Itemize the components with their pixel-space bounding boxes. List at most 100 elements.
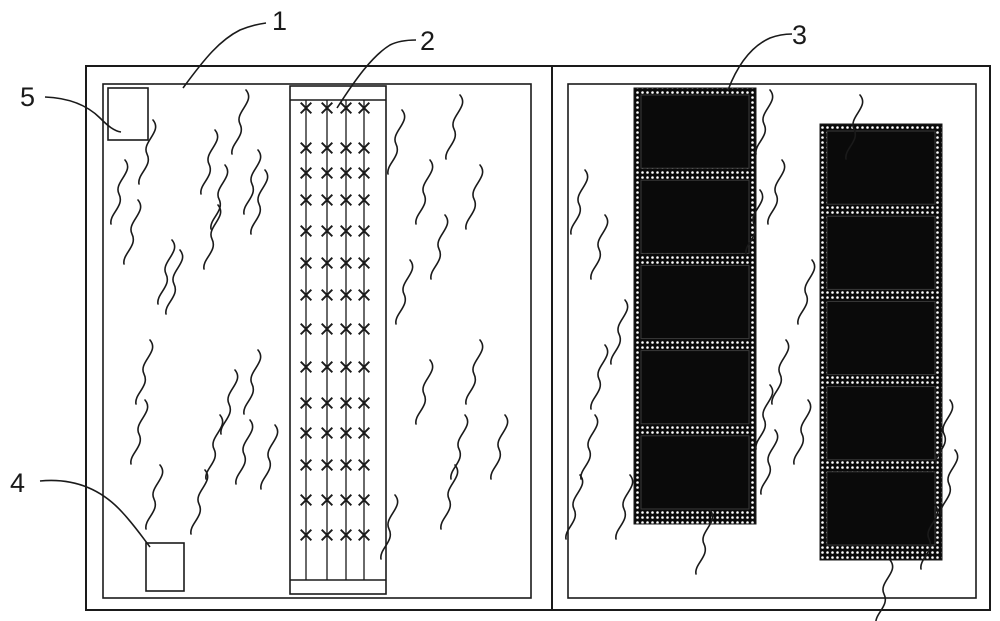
left-tank-inner-wall	[102, 83, 532, 599]
frame-x-mark: ×	[298, 388, 314, 418]
wavy-strand	[490, 414, 509, 480]
right-tank	[551, 65, 991, 611]
frame-x-mark: ×	[319, 485, 335, 515]
wavy-strand	[445, 94, 464, 160]
wavy-strand	[590, 344, 609, 410]
wavy-strand	[250, 169, 269, 235]
module-cell	[826, 215, 936, 290]
frame-x-mark: ×	[356, 520, 372, 550]
right-tank-outer-wall	[551, 65, 991, 611]
wavy-strand	[415, 359, 434, 425]
wavy-strand	[130, 399, 149, 465]
wavy-strand	[610, 299, 629, 365]
frame-x-mark: ×	[319, 158, 335, 188]
frame-x-mark: ×	[338, 388, 354, 418]
frame-x-mark: ×	[356, 133, 372, 163]
wavy-strand	[220, 369, 239, 435]
leader-line-5	[44, 96, 122, 133]
wavy-strand	[145, 464, 164, 530]
frame-x-mark: ×	[356, 418, 372, 448]
frame-x-mark: ×	[356, 314, 372, 344]
wavy-strand	[110, 159, 129, 225]
wavy-strand	[565, 474, 584, 540]
wavy-strand	[570, 169, 589, 235]
wavy-strand	[580, 414, 599, 480]
frame-x-mark: ×	[319, 93, 335, 123]
wavy-strand	[590, 214, 609, 280]
frame-x-mark: ×	[298, 418, 314, 448]
label-3: 3	[792, 20, 807, 50]
frame-x-mark: ×	[338, 450, 354, 480]
frame-x-mark: ×	[319, 216, 335, 246]
wavy-strand	[203, 204, 222, 270]
module-cell	[640, 94, 750, 169]
module-cell	[826, 471, 936, 546]
wavy-strand	[465, 339, 484, 405]
frame-x-mark: ×	[356, 280, 372, 310]
frame-x-mark: ×	[319, 185, 335, 215]
wavy-strand	[415, 159, 434, 225]
frame-x-mark: ×	[338, 520, 354, 550]
wavy-strand	[875, 559, 894, 621]
wavy-strand	[920, 504, 939, 570]
wavy-strand	[745, 189, 764, 255]
leader-line-3	[727, 33, 793, 91]
vertical-wire-frame: ××××××××××××××××××××××××××××××××××××××××…	[289, 85, 387, 595]
frame-x-mark: ×	[319, 520, 335, 550]
frame-x-mark: ×	[319, 133, 335, 163]
wavy-strand	[231, 89, 250, 155]
frame-x-mark: ×	[338, 280, 354, 310]
module-column-right	[819, 123, 943, 561]
frame-x-mark: ×	[298, 248, 314, 278]
wavy-strand	[940, 449, 959, 515]
frame-x-mark: ×	[319, 314, 335, 344]
frame-x-mark: ×	[338, 158, 354, 188]
wavy-strand	[123, 199, 142, 265]
wavy-strand	[615, 474, 634, 540]
frame-x-mark: ×	[298, 216, 314, 246]
wavy-strand	[695, 509, 714, 575]
frame-x-mark: ×	[319, 418, 335, 448]
wavy-strand	[387, 109, 406, 175]
wavy-strand	[200, 129, 219, 195]
wavy-strand	[755, 384, 774, 450]
frame-x-mark: ×	[319, 388, 335, 418]
frame-x-mark: ×	[356, 185, 372, 215]
label-2: 2	[420, 26, 435, 56]
label-4: 4	[10, 468, 25, 498]
wavy-strand	[755, 89, 774, 155]
frame-x-mark: ×	[298, 450, 314, 480]
frame-x-mark: ×	[319, 450, 335, 480]
wavy-strand	[440, 464, 459, 530]
module-column-left	[633, 87, 757, 525]
frame-x-mark: ×	[319, 248, 335, 278]
wavy-strand	[243, 349, 262, 415]
frame-x-mark: ×	[298, 314, 314, 344]
frame-x-mark: ×	[356, 352, 372, 382]
leader-line-2	[336, 39, 417, 109]
component-4-box	[145, 542, 185, 592]
wavy-strand	[380, 494, 399, 560]
wavy-strand	[165, 249, 184, 315]
wavy-strand	[135, 339, 154, 405]
wavy-strand	[138, 119, 157, 185]
label-5: 5	[20, 82, 35, 112]
frame-x-mark: ×	[298, 93, 314, 123]
frame-x-mark: ×	[338, 185, 354, 215]
wavy-strand	[760, 429, 779, 495]
frame-outline	[289, 85, 387, 595]
frame-x-mark: ×	[338, 216, 354, 246]
frame-x-mark: ×	[338, 133, 354, 163]
frame-x-mark: ×	[319, 280, 335, 310]
leader-lines	[39, 22, 793, 548]
frame-x-mark: ×	[298, 185, 314, 215]
wavy-strand	[235, 419, 254, 485]
wavy-strand	[395, 259, 414, 325]
wavy-strand	[845, 94, 864, 160]
frame-x-mark: ×	[338, 352, 354, 382]
frame-x-mark: ×	[356, 93, 372, 123]
label-1: 1	[272, 6, 287, 36]
wavy-strand	[243, 149, 262, 215]
wavy-strand	[190, 469, 209, 535]
